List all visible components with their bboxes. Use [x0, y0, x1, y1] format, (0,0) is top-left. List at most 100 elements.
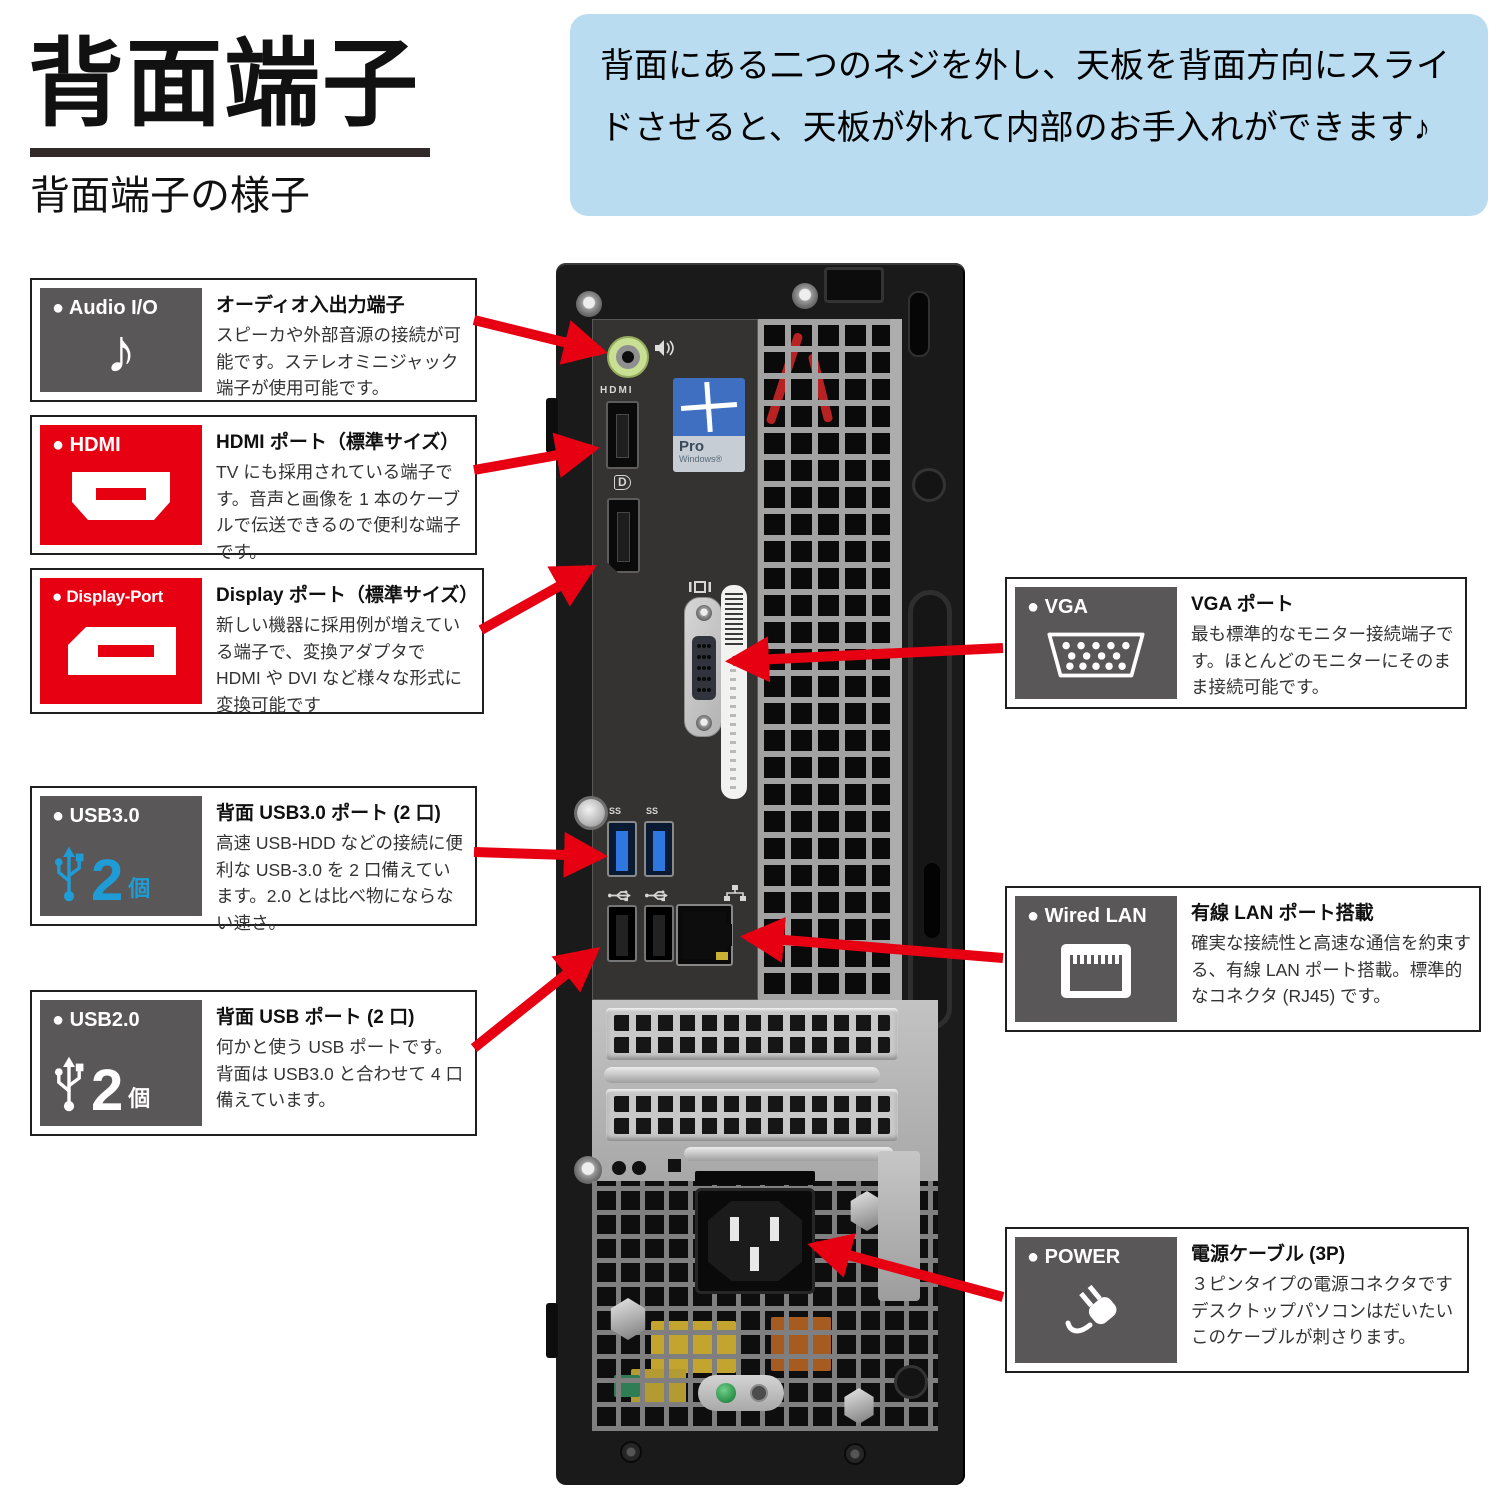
rj45-port-icon: [1061, 943, 1131, 998]
hdmi-badge-icon-wrap: [52, 457, 190, 536]
power-card-text: 電源ケーブル (3P) ３ピンタイプの電源コネクタです デスクトップパソコンはだ…: [1191, 1237, 1459, 1363]
displayport-card-title: Display ポート（標準サイズ）: [216, 585, 479, 606]
power-pin: [770, 1217, 779, 1241]
power-badge-label: ● POWER: [1027, 1246, 1121, 1268]
panel-hole: [632, 1161, 646, 1175]
expansion-slot-cover: [606, 1089, 898, 1141]
usb3-port-marking: SS: [609, 806, 622, 816]
audio-card-body: スピーカや外部音源の接続が可能です。ステレオミニジャック端子が使用可能です。: [216, 325, 461, 399]
audio-jack: [607, 336, 649, 378]
usb3-card-body: 高速 USB-HDD などの接続に便利な USB-3.0 を 2 口備えています…: [216, 833, 463, 933]
security-slot: [908, 291, 930, 357]
vga-badge-icon-wrap: [1027, 619, 1165, 690]
panel-hole-square: [668, 1159, 681, 1172]
power-pin: [730, 1217, 739, 1241]
vent-grid-lines: [758, 319, 890, 1000]
audio-badge-icon-wrap: ♪: [52, 320, 190, 383]
bracket-holes: [614, 1015, 890, 1031]
usb-trident-marking-icon: [644, 890, 668, 902]
page-subtitle: 背面端子の様子: [30, 174, 310, 218]
vga-marking-icon: [689, 581, 711, 593]
wired-lan-card-body: 確実な接続性と高速な通信を約束する、有線 LAN ポート搭載。標準的なコネクタ …: [1191, 933, 1471, 1007]
top-latch: [824, 267, 884, 303]
bracket-holes: [614, 1118, 890, 1134]
displayport-connector-icon: [68, 627, 176, 675]
power-plug-icon: [1065, 1284, 1117, 1333]
audio-card-title: オーディオ入出力端子: [216, 295, 405, 316]
psu-hex-screw: [844, 1388, 874, 1424]
top-vent-grille: [758, 319, 890, 1000]
usb2-badge: ● USB2.0 2 個: [40, 1000, 202, 1126]
displayport-badge-icon-wrap: [52, 607, 190, 695]
usb3-badge-row: 2 個: [52, 828, 190, 913]
wired-lan-badge-label: ● Wired LAN: [1027, 905, 1147, 927]
displayport-card-text: Display ポート（標準サイズ） 新しい機器に採用例が増えている端子で、変換…: [216, 578, 479, 715]
psu-test-button: [750, 1384, 768, 1402]
audio-card-text: オーディオ入出力端子 スピーカや外部音源の接続が可能です。ステレオミニジャック端…: [216, 288, 467, 398]
hdmi-card-body: TV にも採用されている端子です。音声と画像を 1 本のケーブルで伝送できるので…: [216, 462, 461, 562]
bottom-screw: [620, 1441, 642, 1463]
expansion-slot-area: [574, 1000, 938, 1184]
side-tab: [546, 1303, 558, 1358]
label-card-audio-io: ● Audio I/O ♪ オーディオ入出力端子 スピーカや外部音源の接続が可能…: [30, 278, 477, 402]
displayport-badge-label: ● Display-Port: [52, 587, 163, 606]
label-card-usb2: ● USB2.0 2 個 背面 USB ポート: [30, 990, 477, 1136]
info-note-text: 背面にある二つのネジを外し、天板を背面方向にスライドさせると、天板が外れて内部の…: [600, 47, 1450, 147]
psu-status-led: [716, 1383, 736, 1403]
lan-port-cavity: [683, 911, 726, 959]
vga-badge-label: ● VGA: [1027, 596, 1088, 618]
usb3-port-marking: SS: [646, 806, 659, 816]
title-underline: [30, 148, 430, 157]
label-card-usb3: ● USB3.0 2 個 背面 USB3.0: [30, 786, 477, 933]
usb3-count: 2: [91, 847, 124, 913]
panel-screw: [574, 1156, 602, 1184]
chassis-screw: [792, 283, 818, 309]
wired-lan-badge: ● Wired LAN: [1015, 896, 1177, 1022]
vga-screw-post: [696, 605, 712, 621]
label-card-power: ● POWER 電源ケーブル (3P) ３ピンタイプの電源コネクタです デスクト…: [1005, 1227, 1469, 1373]
usb-trident-marking-icon: [607, 890, 631, 902]
psu-bracket: [878, 1151, 920, 1301]
lan-marking-icon: [724, 885, 746, 901]
displayport-slot: [617, 512, 630, 562]
power-card-title: 電源ケーブル (3P): [1191, 1244, 1346, 1265]
bottom-screw: [844, 1443, 866, 1465]
windows-sticker-windows: Windows®: [679, 454, 723, 464]
power-pin: [750, 1247, 759, 1271]
usb2-count: 2: [91, 1057, 124, 1123]
side-tab: [546, 398, 558, 453]
usb-trident-icon: [54, 1056, 84, 1112]
lan-port-clip-notch: [726, 924, 732, 946]
vga-screw-post: [696, 715, 712, 731]
dark-screw: [894, 1365, 928, 1399]
displayport-card-body: 新しい機器に採用例が増えている端子で、変換アダプタで HDMI や DVI など…: [216, 615, 462, 715]
lan-activity-led: [716, 952, 728, 960]
windows-logo: [673, 378, 745, 436]
windows-sticker: Pro Windows®: [673, 378, 745, 472]
pc-rear-photo: HDMI Pro Windows® D: [546, 263, 965, 1485]
vga-connector-icon: [1047, 632, 1145, 677]
serial-sticker-text: [730, 655, 736, 789]
usb3-badge: ● USB3.0 2 個: [40, 796, 202, 916]
usb2-port: [644, 905, 674, 962]
hdmi-card-title: HDMI ポート（標準サイズ）: [216, 432, 460, 453]
hdmi-port: [606, 401, 639, 469]
panel-screw: [577, 799, 605, 827]
usb3-badge-label: ● USB3.0: [52, 805, 140, 827]
audio-io-badge: ● Audio I/O ♪: [40, 288, 202, 392]
info-note: 背面にある二つのネジを外し、天板を背面方向にスライドさせると、天板が外れて内部の…: [570, 14, 1488, 216]
usb3-count-unit: 個: [128, 876, 151, 901]
inlet-retainer: [695, 1171, 815, 1185]
hdmi-port-marking: HDMI: [600, 385, 634, 396]
serial-sticker: [721, 585, 747, 799]
usb-trident-icon: [54, 846, 84, 902]
chassis-screw: [576, 291, 602, 317]
vga-dsub-inset: [692, 636, 716, 700]
power-badge: ● POWER: [1015, 1237, 1177, 1363]
hdmi-port-slot: [616, 414, 629, 458]
usb2-tongue: [653, 915, 665, 956]
dark-screw: [912, 468, 946, 502]
vga-card-title: VGA ポート: [1191, 594, 1294, 615]
displayport-badge: ● Display-Port: [40, 578, 202, 704]
audio-io-badge-label: ● Audio I/O: [52, 297, 158, 319]
